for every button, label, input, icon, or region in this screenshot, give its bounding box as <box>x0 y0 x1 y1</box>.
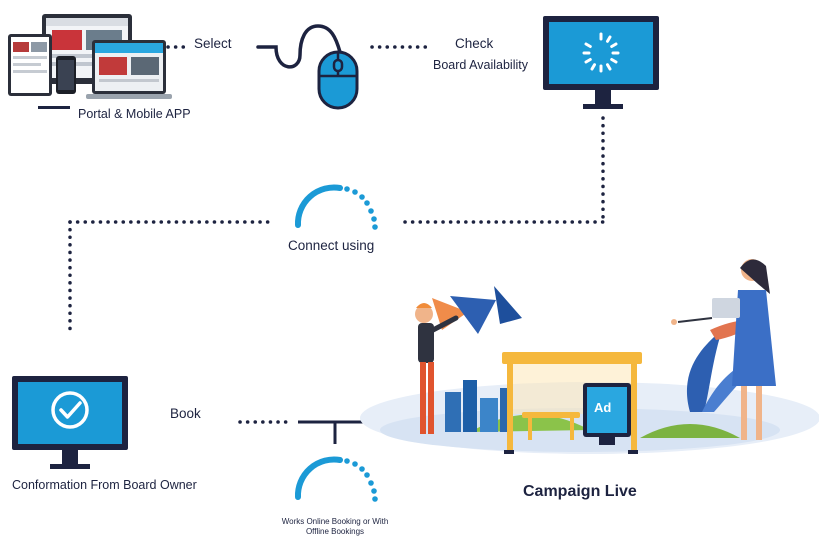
monitor-availability-icon <box>543 16 659 109</box>
connect-gauge-icon <box>294 184 378 230</box>
book-branch <box>298 420 372 444</box>
monitor-confirmation-icon <box>12 376 128 469</box>
woman-left-figure <box>415 303 459 434</box>
booking-gauge-icon <box>294 456 378 502</box>
campaign-scene-illustration <box>360 259 819 454</box>
label-portal-mobile-app: Portal & Mobile APP <box>78 107 191 121</box>
portal-devices-icon <box>8 14 172 109</box>
label-works-line2: Offline Bookings <box>305 527 365 536</box>
label-works-line1: Works Online Booking or With <box>281 517 389 526</box>
checkmark-icon <box>59 401 82 419</box>
label-book: Book <box>170 406 201 421</box>
mouse-icon <box>256 24 359 110</box>
label-campaign-live: Campaign Live <box>523 483 637 500</box>
ad-badge: Ad <box>594 400 612 415</box>
label-confirmation: Conformation From Board Owner <box>12 478 197 492</box>
label-check: Check <box>455 36 494 51</box>
woman-right-figure <box>671 259 776 440</box>
label-works-online: Works Online Booking or With Offline Boo… <box>270 517 400 537</box>
loading-spinner-icon <box>582 32 620 73</box>
label-board-availability: Board Availability <box>433 58 528 72</box>
label-select: Select <box>194 36 232 51</box>
label-connect-using: Connect using <box>288 238 375 253</box>
